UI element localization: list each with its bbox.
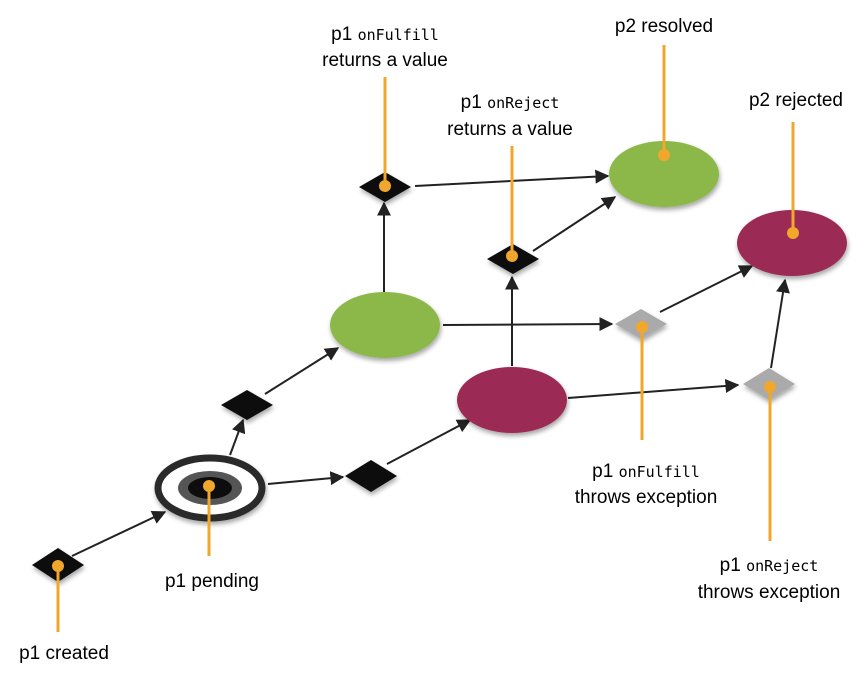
callout-dot-onfulfill-throws [636,321,648,333]
callout-dot-p1-pending [203,480,215,492]
callout-dot-p1-created [52,560,64,572]
edge-onreject-value-to-p2-resolved [532,196,617,252]
edge-pending-to-fulfill-decision [229,418,246,456]
edges [71,169,790,557]
label-onreject-value-line1: p1 onReject [461,92,560,113]
edge-created-to-pending [71,511,167,557]
p2-rejected-node [737,210,847,276]
label-onfulfill-value-line1: p1 onFulfill [331,24,439,45]
callout-dot-onreject-value [506,250,518,262]
nodes [154,141,847,522]
reject-decision-diamond [345,460,397,492]
edge-p1-rejected-to-onreject-throws [567,378,740,399]
label-onreject-value-line2: returns a value [447,119,573,140]
callout-dot-p2-resolved [658,149,670,161]
edge-p1-resolved-to-onfulfill-throws [442,317,614,332]
label-onfulfill-value-line2: returns a value [322,50,448,71]
label-p2-resolved: p2 resolved [615,16,713,37]
label-onfulfill-throws-line2: throws exception [575,487,718,508]
callout-dot-p2-rejected [787,227,799,239]
p1-rejected-node [457,367,567,433]
label-p1-pending: p1 pending [165,571,259,592]
edge-fulfill-decision-to-p1-resolved [264,347,340,395]
edge-pending-to-reject-decision [267,471,345,486]
fulfill-decision-diamond [221,390,273,420]
label-onreject-throws-line1: p1 onReject [720,555,819,576]
edge-onreject-throws-to-p2-rejected [770,278,790,369]
p1-resolved-node [330,292,440,358]
callout-dot-onreject-throws [764,381,776,393]
label-onfulfill-throws-line1: p1 onFulfill [592,461,700,482]
edge-reject-decision-to-p1-rejected [386,419,472,465]
labels: p1 created p1 pending p1 onFulfill retur… [19,16,843,664]
edge-onfulfill-throws-to-p2-rejected [659,265,754,313]
label-p2-rejected: p2 rejected [749,90,843,111]
callouts [52,45,799,632]
callout-dot-onfulfill-value [379,180,391,192]
p2-resolved-node [609,141,719,207]
label-p1-created: p1 created [19,643,109,664]
label-onreject-throws-line2: throws exception [698,582,841,603]
